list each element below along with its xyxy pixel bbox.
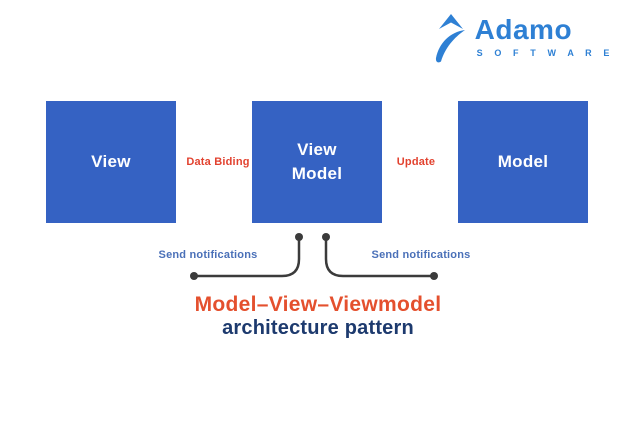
update-edge-label: Update <box>396 156 436 168</box>
send-notifications-right-label: Send notifications <box>371 249 471 261</box>
view-model-box-label-line1: View <box>297 140 337 160</box>
diagram-caption: Model–View–Viewmodel architecture patter… <box>0 293 636 340</box>
view-box-label: View <box>91 152 131 172</box>
adamo-logo: Adamo S O F T W A R E <box>432 13 614 63</box>
view-model-box: View Model <box>252 101 382 223</box>
send-notifications-left-label: Send notifications <box>158 249 258 261</box>
view-model-box-label-line2: Model <box>291 164 343 183</box>
adamo-sail-a-icon <box>432 13 468 63</box>
view-box: View <box>46 101 176 223</box>
adamo-wordmark: Adamo S O F T W A R E <box>474 13 614 59</box>
caption-title-line1: Model–View–Viewmodel <box>194 293 442 316</box>
caption-title-line2: architecture pattern <box>222 317 414 340</box>
model-box-label: Model <box>497 152 549 172</box>
data-binding-edge-label: Data Biding <box>186 156 250 168</box>
brand-name: Adamo <box>474 14 573 45</box>
model-box: Model <box>458 101 588 223</box>
brand-subtitle: S O F T W A R E <box>476 48 614 58</box>
